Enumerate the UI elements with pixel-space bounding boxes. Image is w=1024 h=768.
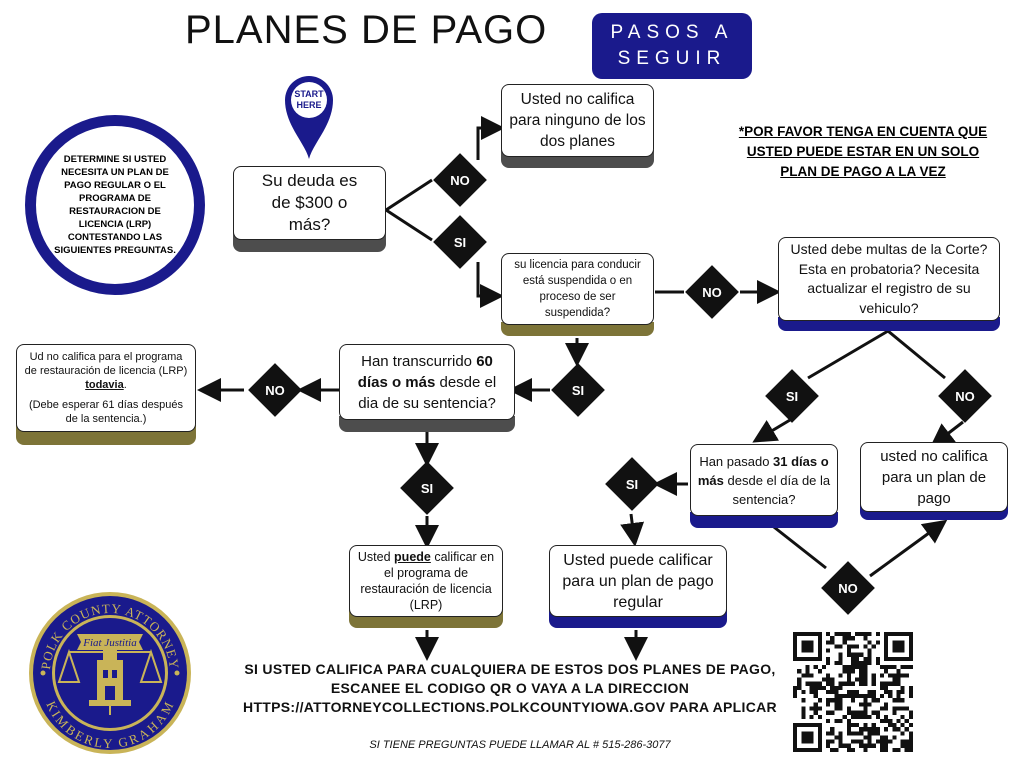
thirty-one-days-question-text: Han pasado 31 días o más desde el día de… — [697, 452, 831, 509]
fines-no-label: NO — [955, 388, 975, 404]
sixty-days-q-bold: 60 días o más — [357, 352, 493, 391]
thirty-one-days-yes-label: SI — [625, 476, 639, 492]
fines-question-text: Usted debe multas de la Corte? Esta en p… — [790, 241, 988, 316]
sixty-days-question-text: Han transcurrido 60 días o más desde el … — [346, 351, 508, 414]
phone-contact: SI TIENE PREGUNTAS PUEDE LLAMAR AL # 515… — [369, 739, 671, 751]
lrp-not-yet-box: Ud no califica para el programa de resta… — [16, 344, 196, 432]
debt-no-label: NO — [450, 172, 470, 188]
thirty-one-days-question-shadow — [690, 512, 838, 528]
seal-ribbon-text: Fiat Justitia — [82, 637, 137, 649]
thirty-one-days-q-part2: desde el día de la sentencia? — [723, 472, 831, 507]
steps-badge-line2: SEGUIR — [617, 48, 727, 69]
intro-text: DETERMINE SI USTED NECESITA UN PLAN DE P… — [54, 154, 176, 256]
regular-yes-box: Usted puede calificar para un plan de pa… — [549, 545, 727, 617]
lrp-not-yet-part1: Ud no califica para el programa de resta… — [24, 351, 188, 377]
sixty-days-question-shadow — [339, 416, 515, 432]
thirty-one-days-q-bold: 31 días o más — [697, 453, 829, 488]
license-yes-label: SI — [571, 382, 585, 398]
no-qualify-any-text: Usted no califica para ninguno de los do… — [509, 91, 646, 150]
intro-instructions: DETERMINE SI USTED NECESITA UN PLAN DE P… — [25, 115, 205, 295]
lrp-yes-text: Usted puede calificar en el programa de … — [356, 549, 496, 613]
thirty-one-days-question-box: Han pasado 31 días o más desde el día de… — [690, 444, 838, 516]
no-plan-box: usted no califica para un plan de pago — [860, 442, 1008, 512]
fines-yes-label: SI — [785, 388, 799, 404]
steps-badge: PASOS A SEGUIR — [592, 13, 752, 79]
county-attorney-seal-icon: POLK COUNTY ATTORNEY KIMBERLY GRAHAM Fia… — [29, 592, 191, 754]
no-qualify-any-box: Usted no califica para ninguno de los do… — [501, 84, 654, 157]
fines-question-box: Usted debe multas de la Corte? Esta en p… — [778, 237, 1000, 321]
page-title: PLANES DE PAGO — [185, 8, 548, 52]
license-no-label: NO — [702, 284, 722, 300]
debt-question-text: Su deuda es de $300 o más? — [261, 171, 358, 234]
lrp-not-yet-wait: (Debe esperar 61 días después de la sent… — [28, 399, 184, 425]
debt-yes-label: SI — [453, 234, 467, 250]
apply-instructions: SI USTED CALIFICA PARA CUALQUIERA DE EST… — [243, 661, 777, 715]
lrp-not-yet-bold: todavia — [85, 379, 124, 391]
lrp-not-yet-part2: . — [123, 379, 127, 391]
regular-yes-text: Usted puede calificar para un plan de pa… — [562, 551, 714, 611]
no-plan-text: usted no califica para un plan de pago — [880, 447, 988, 507]
one-plan-note: *POR FAVOR TENGA EN CUENTA QUE USTED PUE… — [738, 124, 988, 179]
lrp-yes-bold: puede — [394, 550, 431, 564]
lrp-yes-part1: Usted — [357, 550, 395, 564]
start-pin-line1: START — [294, 89, 324, 99]
thirty-one-days-no-label: NO — [838, 580, 858, 596]
qr-code-icon — [793, 632, 913, 752]
sixty-days-question-box: Han transcurrido 60 días o más desde el … — [339, 344, 515, 420]
lrp-not-yet-text: Ud no califica para el programa de resta… — [23, 350, 189, 392]
sixty-days-yes-label: SI — [420, 480, 434, 496]
start-here-pin-icon: START HERE — [285, 76, 333, 159]
start-pin-line2: HERE — [296, 100, 321, 110]
sixty-days-no-label: NO — [265, 382, 285, 398]
debt-question-box: Su deuda es de $300 o más? — [233, 166, 386, 240]
sixty-days-q-part2: desde el dia de su sentencia? — [358, 373, 497, 412]
license-question-text: su licencia para conducir está suspendid… — [514, 259, 641, 319]
steps-badge-line1: PASOS A — [610, 22, 734, 43]
thirty-one-days-q-part1: Han pasado — [699, 453, 774, 469]
lrp-yes-box: Usted puede calificar en el programa de … — [349, 545, 503, 617]
lrp-yes-part2: calificar en el programa de restauración… — [360, 550, 495, 612]
license-question-box: su licencia para conducir está suspendid… — [501, 253, 654, 325]
license-question-shadow — [501, 322, 654, 336]
sixty-days-q-part1: Han transcurrido — [361, 352, 477, 370]
